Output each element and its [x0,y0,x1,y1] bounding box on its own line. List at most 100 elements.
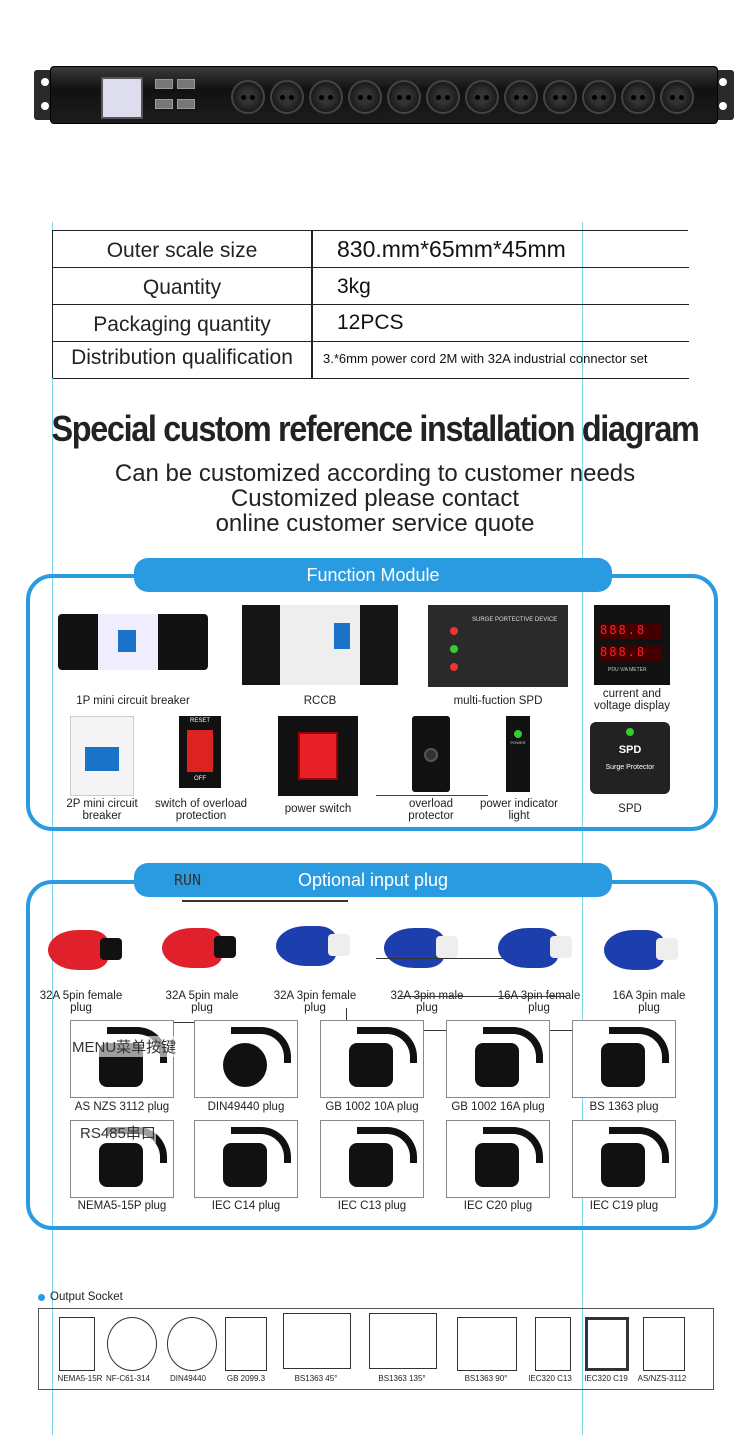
schuko-socket [348,80,382,114]
rccb-image [242,605,398,685]
industrial-plug-blue [494,918,572,974]
module-caption: power switch [284,803,352,815]
industrial-plug-blue [380,918,458,974]
spec-label: Outer scale size [106,239,258,262]
spec-label: Quantity [142,276,222,299]
optional-input-title: Optional input plug [134,863,612,897]
power-switch-image [278,716,358,796]
schuko-socket [465,80,499,114]
industrial-plug-blue [272,916,350,972]
schuko-socket [660,80,694,114]
spec-value: 830.mm*65mm*45mm [337,236,566,262]
plug-caption: 32A 3pin male plug [390,990,464,1014]
overlay-run: RUN [174,871,202,889]
plug-caption: GB 1002 16A plug [451,1101,545,1113]
socket-icon [369,1313,437,1369]
cord-plug-image [194,1120,298,1198]
spec-label: Packaging quantity [93,313,271,336]
overlay-menu: MENU菜单按键 [72,1036,177,1057]
plug-caption: IEC C13 plug [337,1200,407,1212]
module-caption: SPD [618,803,642,815]
1p-breaker-image [58,614,208,670]
subtitle-line: online customer service quote [215,510,535,537]
plug-caption: IEC C20 plug [463,1200,533,1212]
divider-line [376,795,488,796]
socket-icon [585,1317,629,1371]
plug-caption: GB 1002 10A plug [325,1101,419,1113]
spec-row: Outer scale size 830.mm*65mm*45mm [53,231,689,268]
overload-switch-image: RESET OFF [179,716,221,788]
socket-icon [167,1317,217,1371]
function-module-title: Function Module [134,558,612,592]
divider-line [182,900,348,902]
spd-panel-image: SURGE PORTECTIVE DEVICE [428,605,568,687]
schuko-socket [621,80,655,114]
module-caption: overload protector [408,798,454,822]
module-caption: switch of overload protection [154,798,248,822]
socket-caption: NF-C61-314 [105,1374,150,1383]
2p-breaker-image [70,716,134,796]
bullet-icon [38,1294,45,1301]
socket-icon [643,1317,685,1371]
socket-caption: NEMA5-15R [57,1374,103,1383]
plug-caption: IEC C14 plug [211,1200,281,1212]
industrial-plug-red [44,920,122,976]
overlay-rs485: RS485串口 [80,1122,156,1143]
cord-plug-image [572,1020,676,1098]
socket-caption: BS1363 135° [378,1374,426,1383]
plug-caption: 32A 5pin male plug [165,990,239,1014]
divider-line [376,958,512,959]
cord-plug-image [446,1120,550,1198]
meter-display-image: 888.8 888.8 PDU V/A METER [594,605,670,685]
divider-line [400,996,566,997]
socket-icon [535,1317,571,1371]
spec-label: Distribution qualification [71,346,293,369]
page-heading: Special custom reference installation di… [51,408,700,449]
socket-icon [59,1317,95,1371]
subtitle-line: Customized please contact [230,485,520,512]
plug-caption: NEMA5-15P plug [77,1200,167,1212]
socket-icon [107,1317,157,1371]
socket-caption: AS/NZS-3112 [637,1374,687,1383]
schuko-socket [582,80,616,114]
meter-display [101,77,143,119]
rj45-port [177,79,195,89]
socket-caption: GB 2099.3 [226,1374,266,1383]
module-caption: multi-fuction SPD [453,695,543,707]
industrial-plug-blue [600,920,678,976]
schuko-socket [543,80,577,114]
output-socket-frame [38,1308,714,1390]
socket-caption: DIN49440 [169,1374,207,1383]
socket-caption: BS1363 90° [464,1374,508,1383]
pdu-body [50,66,718,124]
socket-icon [283,1313,351,1369]
spec-row: Distribution qualification 3.*6mm power … [53,342,689,379]
overload-protector-image [412,716,450,792]
module-caption: RCCB [303,695,337,707]
schuko-socket [387,80,421,114]
plug-caption: BS 1363 plug [589,1101,659,1113]
spec-value: 3kg [337,275,371,298]
socket-icon [225,1317,267,1371]
plug-caption: IEC C19 plug [589,1200,659,1212]
spec-row: Quantity 3kg [53,268,689,305]
power-indicator-image: POWER [506,716,530,792]
rj45-port [155,99,173,109]
plug-caption: 32A 5pin female plug [39,990,123,1014]
plug-caption: 16A 3pin female plug [497,990,581,1014]
schuko-socket [270,80,304,114]
plug-caption: 16A 3pin male plug [612,990,686,1014]
plug-caption: 32A 3pin female plug [273,990,357,1014]
pdu-image [34,62,734,132]
plug-caption: DIN49440 plug [207,1101,285,1113]
rj45-port [155,79,173,89]
rj45-port [177,99,195,109]
module-caption: 2P mini circuit breaker [66,798,138,822]
cord-plug-image [572,1120,676,1198]
module-caption: current and voltage display [593,688,671,712]
spec-row: Packaging quantity 12PCS [53,305,689,342]
socket-caption: IEC320 C13 [528,1374,572,1383]
plug-caption: AS NZS 3112 plug [74,1101,170,1113]
cord-plug-image [194,1020,298,1098]
cord-plug-image [320,1020,424,1098]
